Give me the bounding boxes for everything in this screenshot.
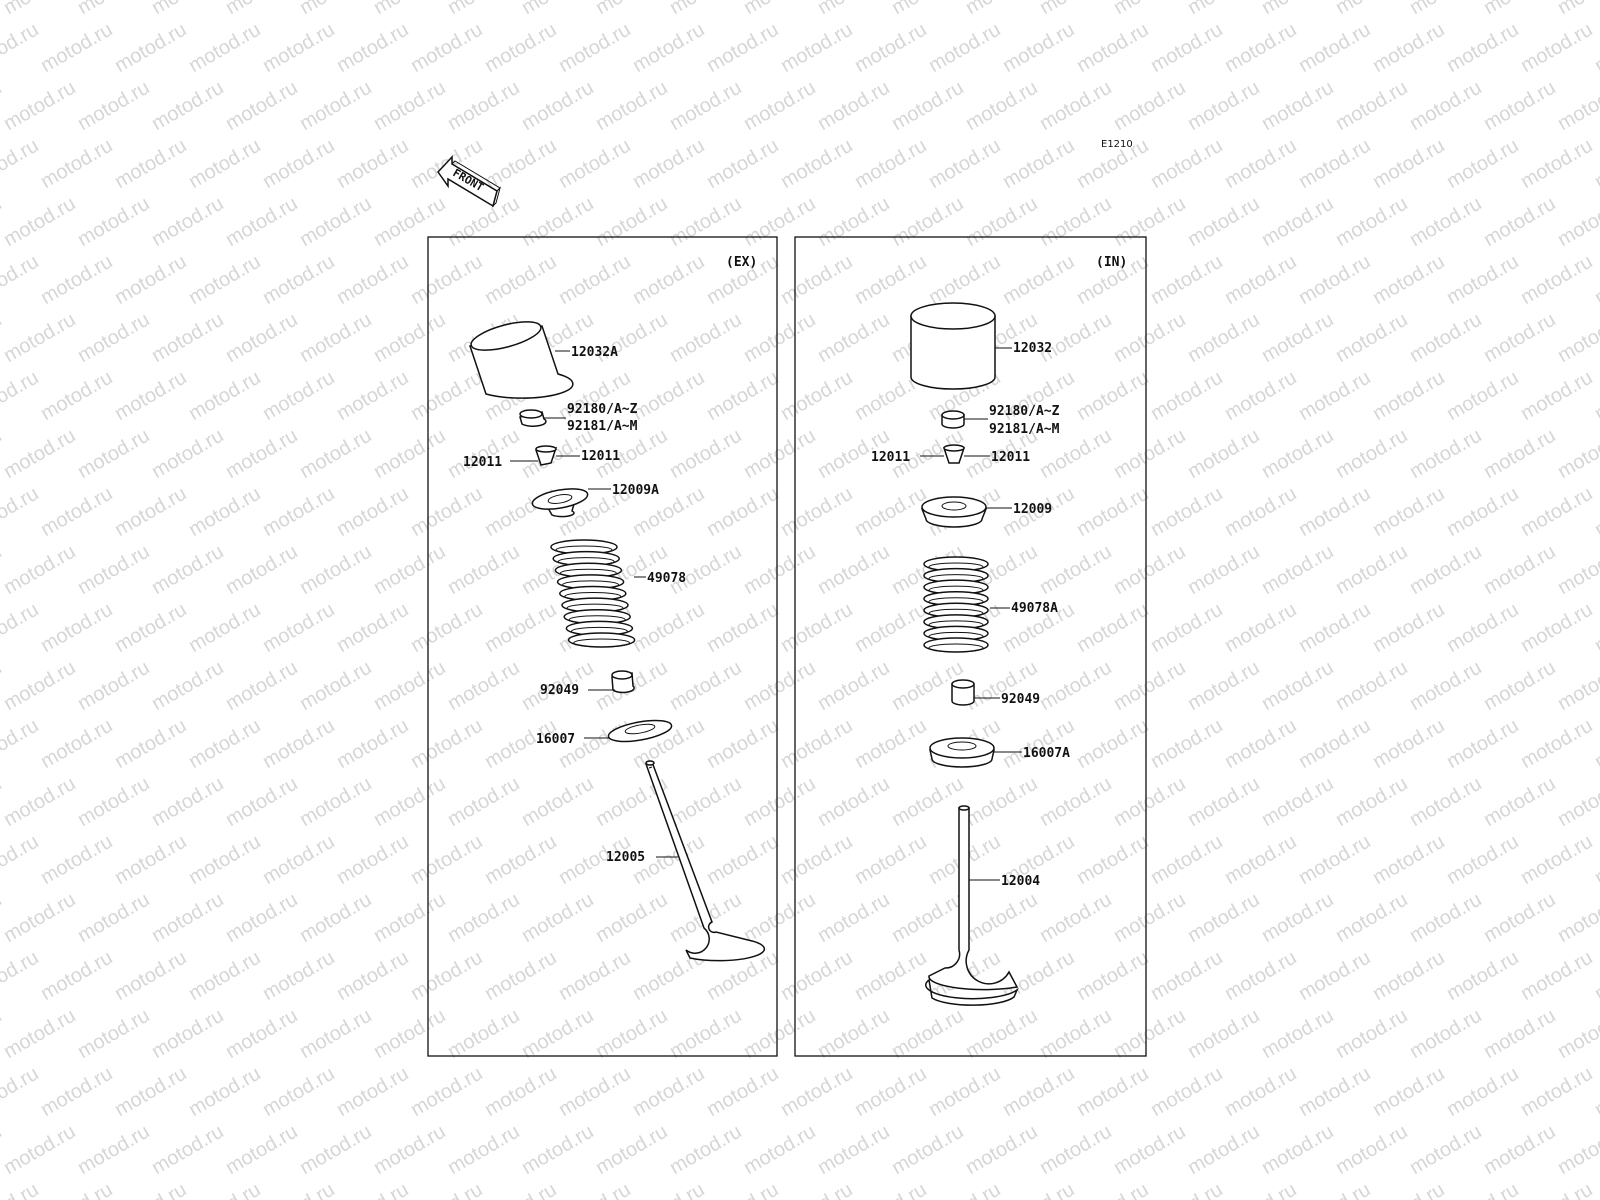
ex-spring xyxy=(550,539,636,648)
diagram-code: E1210 xyxy=(1101,139,1133,150)
front-arrow-icon: FRONT xyxy=(437,155,501,208)
in-spring xyxy=(923,556,989,653)
in-tappet-label: 12032 xyxy=(1013,341,1052,356)
ex-retainer xyxy=(531,488,589,518)
in-shim-label-1: 92180/A~Z xyxy=(989,404,1060,419)
in-retainer xyxy=(920,496,988,528)
ex-shim-label-2: 92181/A~M xyxy=(567,419,638,434)
in-valve xyxy=(924,805,1019,1006)
panel-in: (IN) 12032 92180/A~Z 92181/A~M xyxy=(794,236,1147,1057)
panel-ex-caption: (EX) xyxy=(726,255,757,270)
panel-in-frame xyxy=(794,236,1147,1057)
in-seal-label: 92049 xyxy=(1001,692,1040,707)
ex-spring-label: 49078 xyxy=(647,571,686,586)
in-seat-label: 16007A xyxy=(1023,746,1070,761)
ex-shim xyxy=(519,409,547,427)
ex-valve-label: 12005 xyxy=(606,850,645,865)
in-shim-label-2: 92181/A~M xyxy=(989,422,1060,437)
ex-valve xyxy=(645,760,766,962)
panel-ex-frame xyxy=(427,236,778,1057)
in-seat xyxy=(929,737,995,768)
ex-tappet-label: 12032A xyxy=(571,345,618,360)
in-cotter-label-left: 12011 xyxy=(871,450,910,465)
in-tappet xyxy=(910,302,996,390)
ex-cotter xyxy=(534,445,558,466)
ex-seal-label: 92049 xyxy=(540,683,579,698)
panel-in-caption: (IN) xyxy=(1096,255,1127,270)
ex-cotter-label-right: 12011 xyxy=(581,449,620,464)
in-shim xyxy=(941,410,965,429)
in-cotter-label-right: 12011 xyxy=(991,450,1030,465)
in-valve-label: 12004 xyxy=(1001,874,1040,889)
ex-seal xyxy=(611,670,635,694)
in-cotter xyxy=(942,444,966,464)
ex-retainer-label: 12009A xyxy=(612,483,659,498)
in-spring-label: 49078A xyxy=(1011,601,1058,616)
ex-tappet xyxy=(469,321,574,399)
in-seal xyxy=(951,679,975,706)
ex-seat-label: 16007 xyxy=(536,732,575,747)
ex-seat xyxy=(607,719,673,743)
in-retainer-label: 12009 xyxy=(1013,502,1052,517)
ex-shim-label-1: 92180/A~Z xyxy=(567,402,638,417)
ex-cotter-label-left: 12011 xyxy=(463,455,502,470)
panel-ex: (EX) 12032A 92180/A~Z 92181/A~M xyxy=(427,236,778,1057)
